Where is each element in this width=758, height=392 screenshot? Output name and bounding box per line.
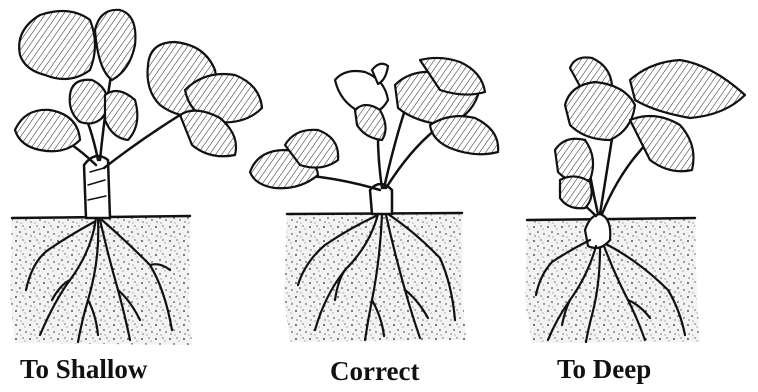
leaves-shallow <box>15 10 262 156</box>
caption-too-deep: To Deep <box>557 356 651 383</box>
soil-block-shallow <box>10 216 192 345</box>
leaves-correct <box>250 58 498 188</box>
caption-correct: Correct <box>330 358 419 385</box>
leaves-deep <box>555 57 745 208</box>
plant-too-shallow <box>10 10 262 345</box>
plant-correct <box>250 58 498 342</box>
caption-too-shallow: To Shallow <box>20 356 147 383</box>
plant-too-deep <box>525 57 745 343</box>
soil-block-deep <box>525 218 700 343</box>
